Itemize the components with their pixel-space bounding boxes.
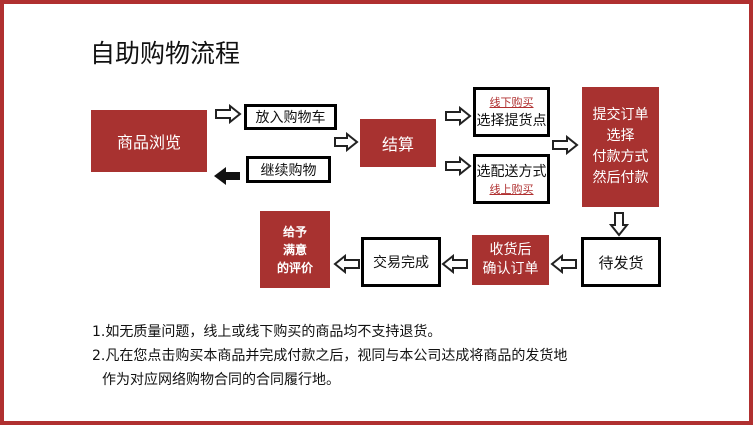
offline-purchase-link[interactable]: 线下购买 bbox=[489, 96, 534, 109]
review-line: 的评价 bbox=[276, 260, 313, 275]
step-submit-pay: 提交订单 选择 付款方式 然后付款 bbox=[582, 87, 659, 207]
online-purchase-link[interactable]: 线上购买 bbox=[489, 183, 534, 196]
delivery-label: 选配送方式 bbox=[476, 164, 547, 180]
step-browse: 商品浏览 bbox=[91, 110, 207, 172]
pickup-label: 选择提货点 bbox=[476, 113, 547, 129]
notes: 1.如无质量问题，线上或线下购买的商品均不支持退货。 2.凡在您点击购买本商品并… bbox=[92, 320, 567, 392]
step-await-shipment: 待发货 bbox=[581, 237, 661, 287]
step-confirm-receipt: 收货后 确认订单 bbox=[472, 235, 549, 285]
submit-line: 选择 bbox=[606, 128, 635, 144]
arrow-left-icon bbox=[214, 167, 240, 185]
note-2-cont: 作为对应网络购物合同的合同履行地。 bbox=[102, 372, 340, 388]
step-add-cart: 放入购物车 bbox=[244, 104, 337, 130]
arrow-right-icon bbox=[215, 104, 242, 124]
confirm-line: 收货后 bbox=[489, 242, 532, 258]
submit-line: 付款方式 bbox=[592, 149, 649, 165]
note-1: 1.如无质量问题，线上或线下购买的商品均不支持退货。 bbox=[92, 324, 442, 340]
step-complete: 交易完成 bbox=[361, 237, 441, 287]
arrow-left-icon bbox=[550, 254, 577, 274]
review-line: 给予 bbox=[282, 224, 307, 239]
arrow-left-icon bbox=[333, 254, 360, 274]
note-2: 2.凡在您点击购买本商品并完成付款之后，视同与本公司达成将商品的发货地 bbox=[92, 348, 568, 364]
review-line: 满意 bbox=[282, 242, 307, 257]
arrow-right-icon bbox=[445, 156, 472, 176]
arrow-left-icon bbox=[441, 254, 468, 274]
arrow-right-icon bbox=[445, 106, 472, 126]
step-review: 给予 满意 的评价 bbox=[260, 211, 330, 288]
step-continue-shopping: 继续购物 bbox=[246, 156, 331, 183]
step-delivery: 选配送方式 线上购买 bbox=[473, 154, 550, 204]
arrow-right-icon bbox=[334, 132, 359, 152]
arrow-right-icon bbox=[552, 135, 579, 155]
step-pickup: 线下购买 选择提货点 bbox=[473, 87, 550, 137]
step-checkout: 结算 bbox=[360, 119, 436, 167]
submit-line: 提交订单 bbox=[592, 107, 649, 123]
page-title: 自助购物流程 bbox=[90, 39, 241, 68]
arrow-down-icon bbox=[608, 212, 630, 237]
submit-line: 然后付款 bbox=[592, 170, 649, 186]
confirm-line: 确认订单 bbox=[482, 261, 539, 277]
